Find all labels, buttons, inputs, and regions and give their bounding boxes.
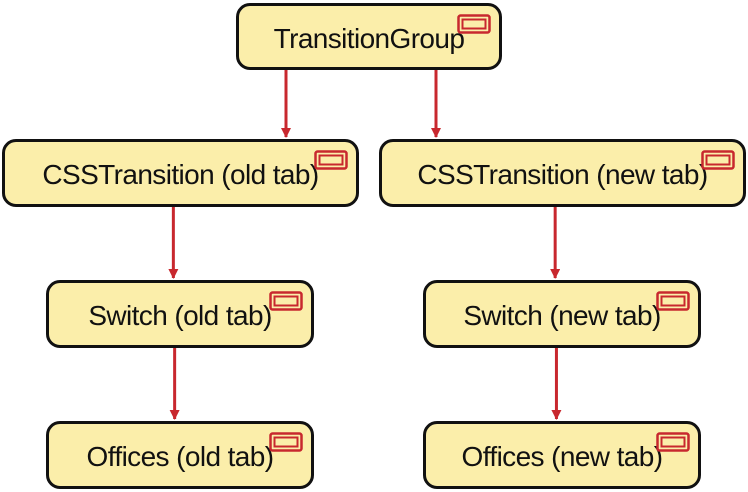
node-css-transition-old-tab: CSSTransition (old tab) [2,139,359,207]
component-icon [656,291,690,311]
node-switch-old-tab: Switch (old tab) [46,280,314,348]
node-label: Offices (old tab) [86,441,275,472]
component-icon [269,432,303,452]
component-icon [269,291,303,311]
component-icon [457,14,491,34]
node-label: CSSTransition (old tab) [42,159,319,190]
component-icon [314,150,348,170]
node-label: Switch (old tab) [88,300,272,331]
component-icon [656,432,690,452]
node-label: Offices (new tab) [461,441,664,472]
node-label: Switch (new tab) [463,300,661,331]
node-label: CSSTransition (new tab) [417,159,708,190]
node-transition-group: TransitionGroup [236,3,502,70]
node-css-transition-new-tab: CSSTransition (new tab) [379,139,746,207]
node-label: TransitionGroup [273,22,465,54]
node-offices-new-tab: Offices (new tab) [423,421,701,489]
component-icon [701,150,735,170]
node-switch-new-tab: Switch (new tab) [423,280,701,348]
node-offices-old-tab: Offices (old tab) [46,421,314,489]
